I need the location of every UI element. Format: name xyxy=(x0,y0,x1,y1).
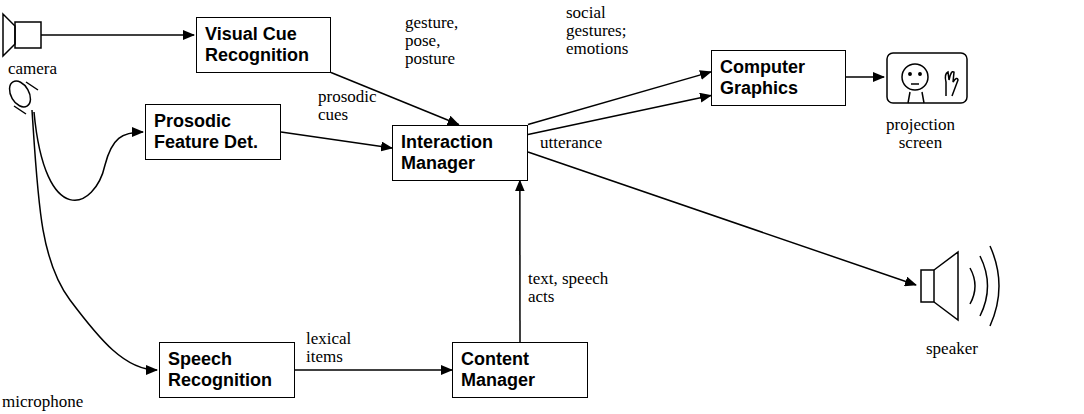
process-box: Visual Cue Recognition xyxy=(196,17,331,73)
process-box: Speech Recognition xyxy=(159,342,295,398)
device-label: projection screen xyxy=(886,116,955,152)
edge-label: social gestures; emotions xyxy=(566,4,628,58)
process-box: Interaction Manager xyxy=(392,125,528,181)
device-label: utterance xyxy=(540,134,602,152)
box-label: Interaction Manager xyxy=(401,132,519,174)
device-label: speaker xyxy=(926,340,978,358)
microphone-icon xyxy=(5,77,38,114)
box-label: Computer Graphics xyxy=(720,57,837,99)
camera-wire xyxy=(41,34,194,36)
camera-icon xyxy=(3,14,41,56)
box-label: Visual Cue Recognition xyxy=(205,24,322,66)
device-label: microphone xyxy=(2,393,83,411)
arrow-connector xyxy=(295,369,452,371)
process-box: Prosodic Feature Det. xyxy=(145,104,281,160)
arrow-connector xyxy=(528,72,711,125)
microphone-wire xyxy=(34,112,143,200)
arrow-connector xyxy=(528,95,711,134)
edge-label: text, speech acts xyxy=(528,270,610,306)
box-label: Content Manager xyxy=(461,349,579,391)
process-box: Computer Graphics xyxy=(711,50,846,106)
screen-icon xyxy=(887,53,967,103)
speaker-icon xyxy=(921,246,999,326)
edge-label: lexical items xyxy=(306,330,351,366)
device-label: camera xyxy=(8,60,57,78)
arrow-connector xyxy=(281,132,392,148)
edge-label: prosodic cues xyxy=(318,88,377,124)
box-label: Speech Recognition xyxy=(168,349,286,391)
microphone-wire xyxy=(32,110,157,370)
edge-label: gesture, pose, posture xyxy=(405,14,458,68)
process-box: Content Manager xyxy=(452,342,588,398)
arrow-connector xyxy=(519,181,521,343)
box-label: Prosodic Feature Det. xyxy=(154,111,272,153)
utterance-wire xyxy=(528,152,916,285)
graphics-wire xyxy=(846,76,884,78)
